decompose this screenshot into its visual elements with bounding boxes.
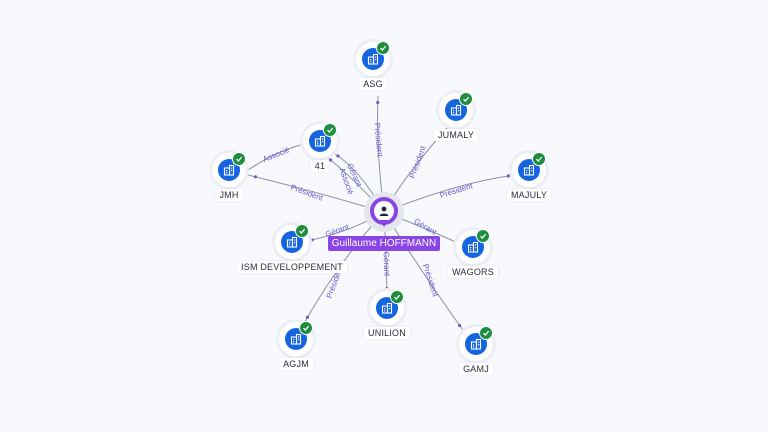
company-node-agjm[interactable]: AGJM bbox=[279, 321, 313, 370]
company-node-gamj[interactable]: GAMJ bbox=[459, 326, 493, 375]
edge-e-jmh-41 bbox=[247, 142, 309, 171]
edge-label-e-asg: Président bbox=[373, 123, 385, 158]
edge-label-e-gamj: Président bbox=[421, 263, 440, 299]
edge-arrow-e-41-gerant bbox=[336, 154, 340, 158]
verified-check-icon bbox=[232, 152, 246, 166]
person-node[interactable] bbox=[364, 192, 404, 232]
edge-arrow-e-ism bbox=[310, 238, 314, 242]
company-node-ism[interactable]: ISM DEVELOPPEMENT bbox=[237, 224, 347, 273]
company-label[interactable]: UNILION bbox=[364, 327, 410, 339]
verified-check-icon bbox=[299, 321, 313, 335]
verified-check-icon bbox=[476, 229, 490, 243]
edge-label-e-jumaly: Président bbox=[408, 144, 428, 180]
company-label[interactable]: GAMJ bbox=[459, 363, 493, 375]
company-label[interactable]: ISM DEVELOPPEMENT bbox=[237, 261, 347, 273]
edge-arrow-e-41-associe bbox=[329, 158, 333, 162]
verified-check-icon bbox=[376, 41, 390, 55]
company-label[interactable]: 41 bbox=[310, 160, 330, 172]
company-node-jmh[interactable]: JMH bbox=[212, 152, 246, 201]
verified-check-icon bbox=[295, 224, 309, 238]
company-label[interactable]: ASG bbox=[359, 78, 387, 90]
company-label[interactable]: JUMALY bbox=[433, 129, 479, 141]
company-node-wagors[interactable]: WAGORS bbox=[448, 229, 498, 278]
edge-arrow-e-asg bbox=[376, 100, 380, 105]
edge-label-e-majuly: Président bbox=[439, 181, 475, 200]
person-pin[interactable] bbox=[370, 197, 398, 227]
edge-label-e-jmh-41: Associé bbox=[261, 145, 291, 164]
edge-label-e-jmh: Président bbox=[289, 183, 325, 203]
company-node-jumaly[interactable]: JUMALY bbox=[433, 92, 479, 141]
edge-arrow-e-gamj bbox=[458, 323, 462, 328]
verified-check-icon bbox=[532, 152, 546, 166]
verified-check-icon bbox=[479, 326, 493, 340]
edge-arrow-e-majuly bbox=[506, 174, 510, 178]
company-label[interactable]: AGJM bbox=[279, 358, 313, 370]
company-label[interactable]: JMH bbox=[215, 189, 243, 201]
company-node-c41[interactable]: 41 bbox=[303, 123, 337, 172]
company-label[interactable]: WAGORS bbox=[448, 266, 498, 278]
edge-label-e-unilion: Gérant bbox=[382, 252, 392, 278]
edge-arrow-e-jmh bbox=[253, 175, 258, 179]
company-node-asg[interactable]: ASG bbox=[356, 41, 390, 90]
edge-label-e-wagors: Gérant bbox=[412, 217, 438, 237]
verified-check-icon bbox=[459, 92, 473, 106]
verified-check-icon bbox=[390, 290, 404, 304]
verified-check-icon bbox=[323, 123, 337, 137]
company-node-majuly[interactable]: MAJULY bbox=[506, 152, 552, 201]
company-label[interactable]: MAJULY bbox=[506, 189, 552, 201]
edge-arrow-e-unilion bbox=[385, 287, 389, 291]
person-icon bbox=[374, 201, 394, 221]
person-name-label[interactable]: Guillaume HOFFMANN bbox=[328, 236, 440, 251]
company-node-unilion[interactable]: UNILION bbox=[364, 290, 410, 339]
edge-arrow-e-agjm bbox=[305, 315, 310, 319]
